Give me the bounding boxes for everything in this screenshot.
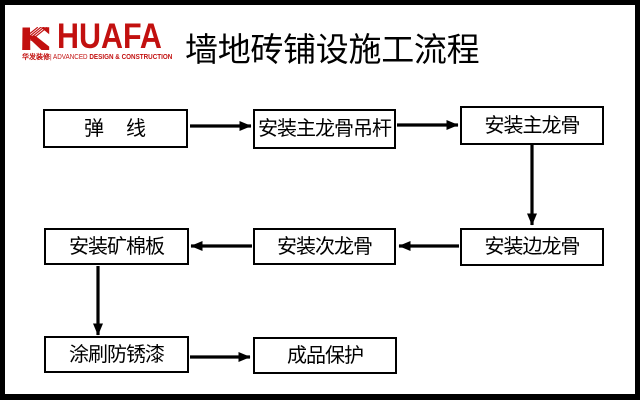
huafa-logo-wordmark: HUAFA [57, 16, 162, 56]
flow-step-zhulonggu-diaogan: 安装主龙骨吊杆 [253, 109, 396, 149]
flow-step-tanxian: 弹 线 [43, 109, 188, 148]
huafa-k-logo-icon [22, 27, 50, 50]
flow-step-fangxiuqi: 涂刷防锈漆 [44, 336, 189, 373]
slide-background [5, 5, 635, 394]
tagline-design-construction: DESIGN & CONSTRUCTION [89, 53, 173, 61]
huafa-logo-tagline: 华发装修 | ADVANCED DESIGN & CONSTRUCTION [22, 54, 186, 61]
flow-step-chengpin-baohu: 成品保护 [253, 337, 397, 374]
flow-step-zhulonggu: 安装主龙骨 [460, 106, 604, 145]
flow-step-bianlonggu: 安装边龙骨 [460, 228, 604, 266]
flow-step-kuangmianban: 安装矿棉板 [44, 228, 189, 265]
tagline-chinese: 华发装修 [22, 53, 50, 61]
flow-step-cilonggu: 安装次龙骨 [253, 228, 396, 265]
tagline-separator: | [50, 53, 52, 61]
page-title: 墙地砖铺设施工流程 [185, 30, 480, 68]
tagline-advanced: ADVANCED [53, 53, 88, 61]
